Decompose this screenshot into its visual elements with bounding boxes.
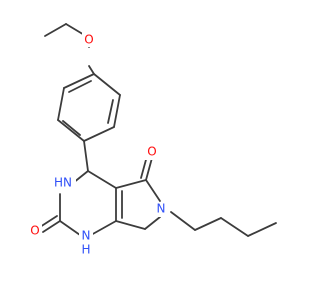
bond-ethyl-ch3-ch2 [44, 23, 67, 37]
carbonyl-oxygen-ring-label: O [147, 145, 156, 159]
bond-c5-o [145, 157, 153, 181]
bond-butyl-3 [220, 217, 249, 237]
benzene-bond-2 [113, 94, 121, 128]
urea-nh-lower-hydrogen-label: H [81, 243, 90, 257]
bond-aryl-stereocenter [83, 140, 89, 172]
benzene-inner-double-2 [62, 120, 81, 136]
bond-c2-o [42, 220, 61, 233]
bond-butyl-2 [194, 217, 222, 231]
benzene-bond-3 [83, 126, 115, 142]
benzene-inner-double-1 [107, 99, 114, 124]
bond-n6-c7 [144, 216, 161, 230]
benzene-inner-double-3 [68, 80, 92, 93]
urea-nh-lower-label: N [82, 229, 91, 243]
bond-c7-c7a [115, 220, 146, 230]
benzene-bond-6 [63, 73, 95, 89]
bond-nh-lower-c2 [59, 220, 81, 236]
benzene-bond-5 [57, 87, 65, 121]
bond-butyl-4 [247, 222, 277, 237]
ether-oxygen-label: O [84, 33, 93, 47]
fused-ring-system [39, 155, 161, 236]
butyl-chain [170, 211, 277, 237]
atom-labels: O O O N HN N H [28, 32, 168, 258]
bond-stereocenter-c5a [87, 170, 117, 189]
bond-c5-n6 [145, 179, 161, 202]
molecule-structure-diagram: O O O N HN N H [28, 23, 277, 258]
benzene-bond-1 [93, 73, 121, 96]
bond-c2-o-double [39, 215, 58, 228]
ethoxy-group [44, 23, 95, 75]
bond-c5a-c5 [115, 179, 147, 189]
bond-n6-butyl-1 [170, 211, 196, 231]
bond-o-aromatic [88, 65, 95, 75]
benzene-ring [57, 73, 121, 142]
bond-c7a-nh-lower [90, 220, 117, 236]
ring-nitrogen-label: N [157, 202, 166, 216]
carbonyl-oxygen-urea-label: O [30, 224, 39, 238]
urea-nh-upper-label: HN [54, 176, 72, 190]
benzene-bond-4 [57, 119, 85, 142]
